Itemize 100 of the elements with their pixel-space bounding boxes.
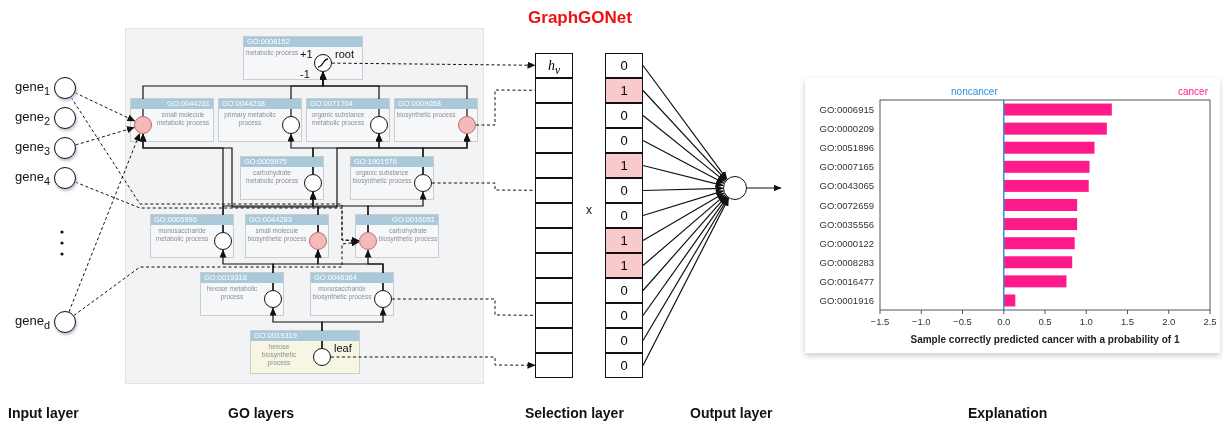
neuron-circle bbox=[214, 232, 232, 250]
neuron-circle bbox=[304, 174, 322, 192]
tick-label: 2.5 bbox=[1203, 316, 1217, 327]
dashed-arrow bbox=[75, 126, 135, 146]
dashed-arrow bbox=[68, 132, 141, 313]
vector-cell bbox=[535, 228, 573, 253]
go-term-box bbox=[150, 214, 234, 258]
neuron-circle bbox=[134, 116, 152, 134]
sigmoid-neuron bbox=[314, 54, 332, 72]
dashed-line bbox=[475, 89, 536, 126]
input-neuron bbox=[54, 167, 76, 189]
neuron-circle bbox=[414, 174, 432, 192]
tick-label: −1.5 bbox=[870, 316, 890, 327]
vector-cell: h$_{v}$ bbox=[535, 53, 573, 78]
mask-cell: 0 bbox=[605, 353, 643, 378]
tick-label: −0.5 bbox=[953, 316, 972, 327]
go-term-box bbox=[243, 36, 363, 80]
tick-label: 0.0 bbox=[997, 316, 1011, 327]
go-term-box bbox=[250, 330, 360, 374]
arrow bbox=[364, 249, 384, 291]
tick-label: 2.0 bbox=[1162, 316, 1176, 327]
mask-cell: 0 bbox=[605, 328, 643, 353]
vector-cell bbox=[535, 278, 573, 303]
go-term-box bbox=[245, 214, 329, 258]
gene-label: gene$_{3}$ bbox=[15, 139, 50, 157]
mask-cell: 0 bbox=[605, 278, 643, 303]
arrow bbox=[642, 64, 728, 180]
vector-cell bbox=[535, 178, 573, 203]
arrow bbox=[642, 192, 725, 242]
mask-cell: 1 bbox=[605, 253, 643, 278]
arrow bbox=[642, 197, 730, 367]
category-label: GO:0008283 bbox=[819, 256, 874, 268]
go-term-box bbox=[240, 156, 324, 200]
vector-cell bbox=[535, 353, 573, 378]
category-label: GO:0006915 bbox=[819, 104, 874, 116]
go-term-box bbox=[130, 98, 214, 142]
node-label: root bbox=[335, 48, 354, 60]
vector-cell bbox=[535, 203, 573, 228]
mask-cell: 0 bbox=[605, 53, 643, 78]
layer-label: Input layer bbox=[8, 405, 79, 421]
layer-label: Selection layer bbox=[525, 405, 624, 421]
vector-cell bbox=[535, 153, 573, 178]
neuron-circle bbox=[313, 348, 331, 366]
range-label: -1 bbox=[300, 68, 310, 80]
tick-label: 0.5 bbox=[1038, 316, 1052, 327]
tick-label: 1.5 bbox=[1120, 316, 1135, 327]
dashed-arrow bbox=[331, 61, 536, 69]
neuron-circle bbox=[282, 116, 300, 134]
neuron-circle bbox=[264, 290, 282, 308]
annotation-label: cancer bbox=[1178, 86, 1208, 97]
category-label: GO:0000122 bbox=[819, 237, 874, 249]
arrow bbox=[642, 89, 727, 181]
multiply-sign: x bbox=[586, 203, 592, 217]
category-label: GO:0016477 bbox=[819, 275, 874, 287]
input-neuron bbox=[54, 137, 76, 159]
arrow bbox=[319, 71, 468, 117]
dashed-arrow bbox=[74, 181, 360, 244]
arrow bbox=[642, 114, 726, 182]
layer-label: Explanation bbox=[968, 405, 1048, 421]
dashed-line bbox=[391, 298, 536, 316]
category-label: GO:0000209 bbox=[819, 123, 874, 135]
arrow bbox=[642, 164, 724, 188]
mask-cell: 0 bbox=[605, 178, 643, 203]
vector-cell bbox=[535, 103, 573, 128]
go-term-box bbox=[355, 214, 439, 258]
dashed-arrow bbox=[330, 356, 536, 369]
category-label: GO:0007165 bbox=[819, 161, 874, 173]
arrow bbox=[317, 133, 471, 233]
mask-cell: 0 bbox=[605, 203, 643, 228]
gene-label: gene$_{d}$ bbox=[15, 313, 50, 331]
tick-label: −1.0 bbox=[911, 316, 931, 327]
go-term-box bbox=[310, 272, 394, 316]
dashed-arrow bbox=[74, 92, 136, 122]
output-neuron bbox=[723, 176, 747, 200]
mask-cell: 1 bbox=[605, 78, 643, 103]
arrow bbox=[746, 184, 782, 192]
category-label: GO:0001916 bbox=[819, 294, 874, 306]
tick-label: 1.0 bbox=[1079, 316, 1093, 327]
layer-label: GO layers bbox=[228, 405, 295, 421]
category-label: GO:0043065 bbox=[819, 180, 874, 192]
arrow bbox=[642, 189, 724, 217]
neuron-circle bbox=[458, 116, 476, 134]
go-term-box bbox=[200, 272, 284, 316]
arrow bbox=[642, 195, 727, 292]
go-term-box bbox=[218, 98, 302, 142]
arrow bbox=[642, 196, 728, 317]
axis-title: Sample correctly predicted cancer with a probability of 1 bbox=[910, 334, 1180, 345]
neuron-circle bbox=[370, 116, 388, 134]
mask-cell: 0 bbox=[605, 303, 643, 328]
go-term-box bbox=[350, 156, 434, 200]
go-term-box bbox=[306, 98, 390, 142]
arrow bbox=[642, 194, 726, 267]
neuron-circle bbox=[359, 232, 377, 250]
category-label: GO:0051896 bbox=[819, 142, 874, 154]
vector-cell bbox=[535, 328, 573, 353]
vector-cell bbox=[535, 78, 573, 103]
input-neuron bbox=[54, 107, 76, 129]
mask-cell: 1 bbox=[605, 228, 643, 253]
vector-cell bbox=[535, 253, 573, 278]
arrow bbox=[321, 307, 387, 349]
